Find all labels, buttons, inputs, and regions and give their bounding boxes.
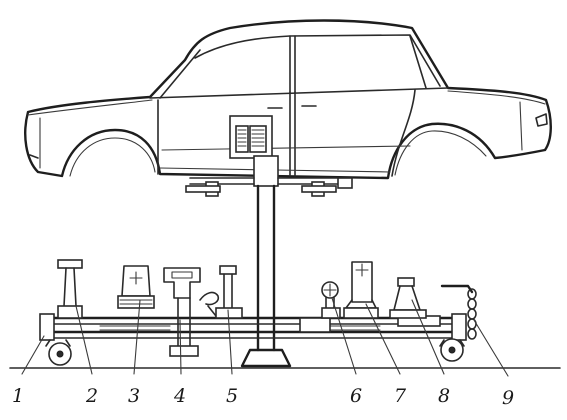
fixture-support-8 — [389, 277, 427, 319]
callout-4: 4 — [173, 385, 186, 407]
fixture-chain-9 — [440, 284, 477, 340]
fixture-housing-3 — [117, 265, 155, 309]
fixture-post-5 — [215, 265, 243, 319]
callout-7: 7 — [394, 385, 407, 407]
callout-2: 2 — [85, 385, 98, 407]
callout-5: 5 — [226, 385, 238, 407]
caster-right — [439, 338, 465, 362]
leader-lines — [21, 297, 509, 377]
callout-9: 9 — [502, 387, 514, 409]
central-column — [185, 115, 353, 368]
fixture-clamp-4 — [163, 267, 220, 357]
fixture-post-2 — [57, 259, 83, 319]
jig-frame — [9, 313, 561, 369]
fixture-locator-7 — [343, 261, 379, 319]
callout-3: 3 — [128, 385, 140, 407]
fixture-gauge-6 — [321, 281, 341, 319]
callout-8: 8 — [438, 385, 450, 407]
callout-6: 6 — [350, 385, 362, 407]
car-body — [24, 19, 552, 180]
callout-labels: 1 2 3 4 5 6 7 8 9 — [12, 385, 514, 409]
caster-left — [45, 339, 72, 366]
callout-1: 1 — [12, 385, 24, 407]
